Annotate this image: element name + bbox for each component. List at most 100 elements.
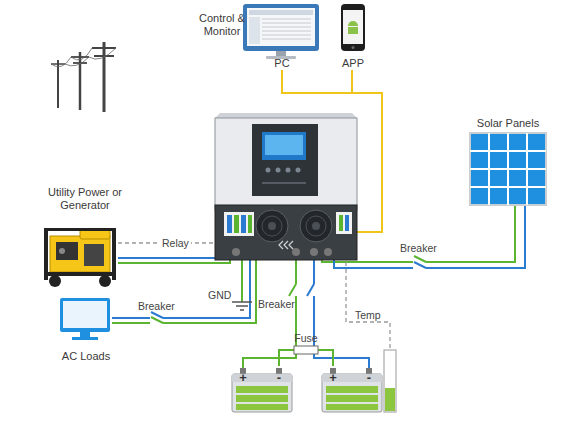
node-text: Utility Power or Generator <box>48 186 122 212</box>
power-wires-part <box>163 255 250 318</box>
solar-panel <box>470 133 546 205</box>
battery-part <box>326 386 378 393</box>
utility-poles-part <box>51 48 92 67</box>
pc-node: Control & MonitorPC <box>188 2 323 70</box>
pc-monitor-part <box>247 8 315 46</box>
battery-node: +- <box>232 366 292 414</box>
solar-panel-part-part <box>470 150 546 152</box>
grid-source-node: Utility Power or Generator <box>40 40 130 285</box>
battery <box>232 368 292 412</box>
node-text: AC Loads <box>50 350 122 363</box>
terminal-sign: - <box>272 371 286 384</box>
breaker-label: Breaker <box>258 298 295 310</box>
generator-part <box>56 242 78 260</box>
ground-symbol-part <box>240 309 244 311</box>
inverter-part <box>336 212 352 234</box>
load-monitor-part <box>63 301 107 328</box>
inverter-part <box>262 182 306 184</box>
pc-monitor-part <box>243 4 319 51</box>
inverter-part <box>306 216 326 236</box>
power-wires-part <box>163 255 256 323</box>
power-wires-part <box>426 206 515 262</box>
power-wires-part <box>112 322 150 324</box>
battery <box>322 368 382 412</box>
phone-part <box>341 4 365 51</box>
inverter-part <box>292 248 300 256</box>
power-wires-part <box>426 206 525 268</box>
utility-poles-part <box>79 52 82 110</box>
solar-panel-part <box>470 133 546 205</box>
power-wires-part <box>243 296 296 368</box>
generator-part <box>59 248 65 254</box>
load-monitor <box>60 298 110 340</box>
phone-part <box>352 46 355 49</box>
ground-label: GND <box>208 289 231 301</box>
terminal-sign: + <box>236 371 250 384</box>
signal-wires-part <box>346 255 390 350</box>
comm-wire-part <box>351 70 353 93</box>
pc-monitor-part-part <box>262 27 311 28</box>
power-wires-part <box>414 262 426 268</box>
inverter-part <box>248 215 252 233</box>
inverter-part <box>262 216 282 236</box>
solar-panel-part-part <box>470 186 546 188</box>
node-text: Control & Monitor <box>192 12 252 38</box>
utility-poles-part <box>92 47 116 49</box>
inverter-part <box>300 210 332 242</box>
inverter-part <box>345 215 349 231</box>
inverter-part <box>268 222 276 230</box>
inverter-part <box>215 113 357 118</box>
inverter-part <box>265 135 303 155</box>
ground-symbol <box>232 302 252 310</box>
power-wires-part <box>414 256 426 262</box>
inverter-part <box>312 222 320 230</box>
power-wires-part <box>112 317 150 319</box>
pc-monitor-part <box>276 51 286 56</box>
utility-poles-part <box>103 42 106 112</box>
inverter-part <box>224 212 254 236</box>
power-wires-part <box>314 296 369 368</box>
power-wires-part <box>307 284 314 296</box>
inverter-part <box>232 248 240 256</box>
node-text: PC <box>268 57 296 70</box>
load-node: AC Loads <box>50 295 122 363</box>
inverter-part <box>215 118 357 210</box>
ground-symbol-part <box>236 305 248 307</box>
phone-part <box>348 21 358 26</box>
load-monitor-part <box>72 337 98 340</box>
breaker-label: Breaker <box>400 242 437 254</box>
battery-part <box>326 404 378 410</box>
temp-label: Temp <box>355 309 381 321</box>
temp-sensor <box>384 350 396 412</box>
power-wires-part <box>241 255 243 302</box>
inverter-part <box>241 215 246 233</box>
pc-monitor-part <box>249 10 313 15</box>
inverter-part <box>262 132 306 160</box>
app-node: APP <box>336 2 370 70</box>
inverter-part <box>227 215 232 233</box>
ground-symbol-part <box>232 301 252 303</box>
generator-part <box>49 275 61 287</box>
utility-poles-part <box>65 48 116 66</box>
inverter-part <box>234 215 239 233</box>
inverter-part <box>266 168 271 173</box>
power-wires-part <box>118 255 230 263</box>
terminal-sign: - <box>362 371 376 384</box>
inverter-part <box>279 241 293 249</box>
inverter-part <box>256 210 288 242</box>
node-text: Solar Panels <box>462 117 554 130</box>
power-wires <box>112 206 525 368</box>
solar-panel-part <box>470 133 546 205</box>
edge-label: Fuse <box>294 332 317 344</box>
inverter-part <box>296 168 301 173</box>
generator-part <box>84 244 104 266</box>
fuse-symbol <box>294 346 318 354</box>
load-monitor-part <box>60 298 110 332</box>
load-monitor-part <box>80 332 90 337</box>
power-wires-part <box>289 284 296 296</box>
pc-monitor-part-part <box>262 31 311 32</box>
phone <box>341 4 365 51</box>
pc-monitor <box>243 4 319 59</box>
